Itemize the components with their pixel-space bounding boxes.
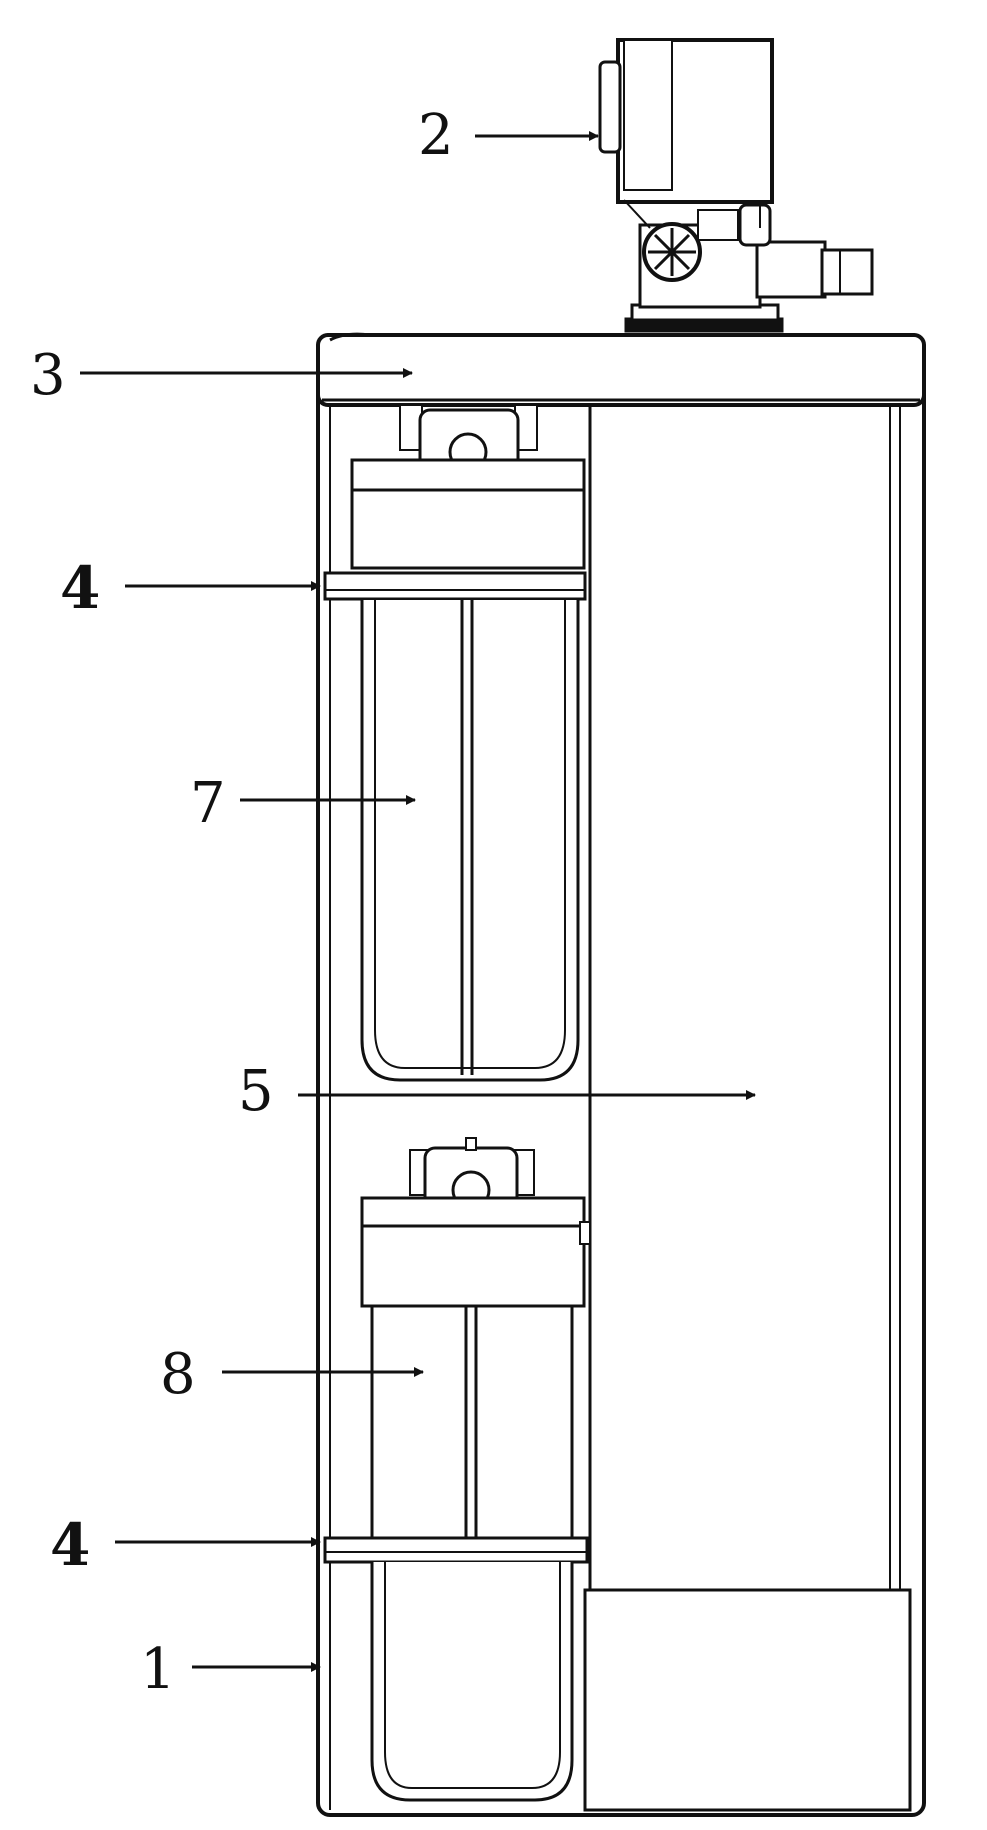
label-4-lower: 4 [50,1511,90,1579]
leader-arrows [80,131,756,1672]
label-5: 5 [238,1059,274,1124]
control-valve [598,38,874,333]
label-8: 8 [160,1342,196,1407]
lower-filter [323,1137,591,1802]
label-7: 7 [190,771,226,836]
label-4-upper: 4 [60,554,100,622]
top-cover [316,332,926,407]
label-1: 1 [140,1637,176,1702]
label-2: 2 [418,103,454,168]
part-labels: 2 3 4 7 5 8 4 1 [30,103,454,1702]
label-3: 3 [30,343,66,408]
upper-filter [323,404,587,1082]
